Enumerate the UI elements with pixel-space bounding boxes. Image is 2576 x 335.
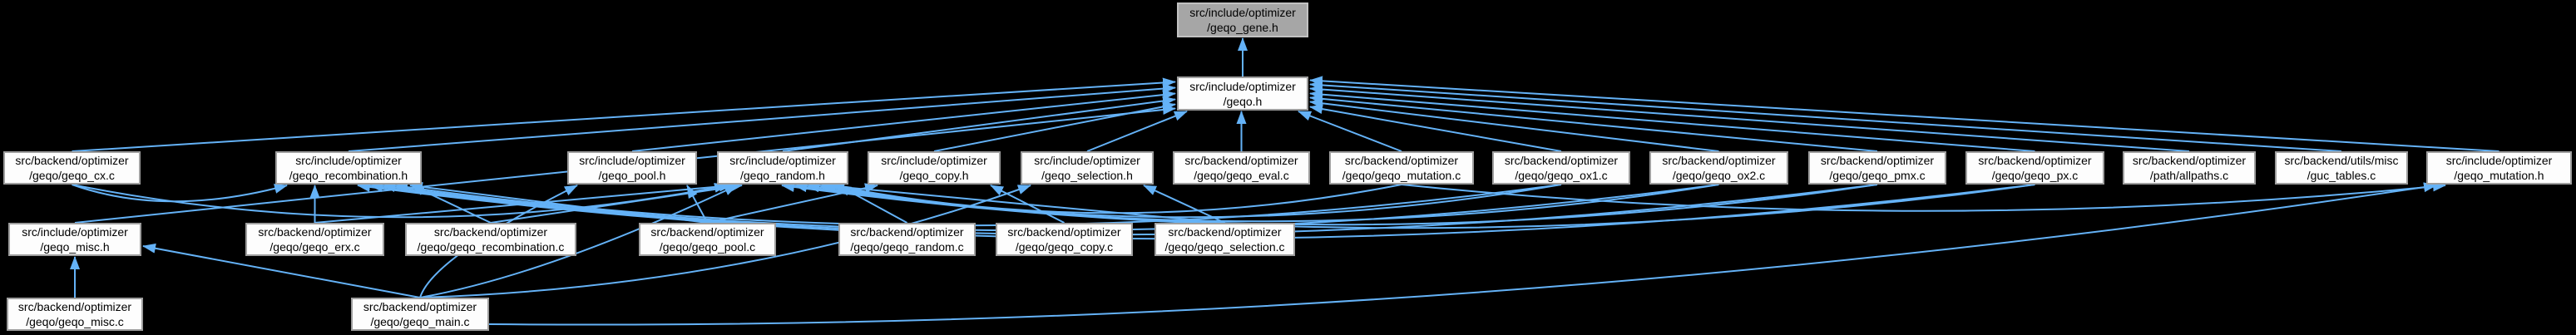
graph-node-ox2_c[interactable]: src/backend/optimizer /geqo/geqo_ox2.c [1649, 151, 1788, 185]
graph-node-copy_h[interactable]: src/include/optimizer /geqo_copy.h [868, 151, 1001, 185]
edge-mutation_h-to-geqo_h [1309, 76, 2499, 152]
graph-node-geqo_h[interactable]: src/include/optimizer /geqo.h [1177, 76, 1308, 111]
edge-recombination_c-to-random_h [490, 182, 743, 224]
graph-node-gene_h: src/include/optimizer /geqo_gene.h [1177, 2, 1308, 37]
edge-cx_c-to-geqo_h [72, 77, 1176, 152]
graph-node-mutation_c[interactable]: src/backend/optimizer /geqo/geqo_mutatio… [1329, 151, 1474, 185]
graph-node-selection_h[interactable]: src/include/optimizer /geqo_selection.h [1021, 151, 1154, 185]
edge-mutation_c-to-geqo_h [1298, 111, 1402, 152]
edge-main_c-to-random_h [419, 185, 738, 298]
graph-node-copy_c[interactable]: src/backend/optimizer /geqo/geqo_copy.c [996, 223, 1133, 256]
edge-pmx_c-to-geqo_h [1309, 93, 1878, 152]
graph-node-random_c[interactable]: src/backend/optimizer /geqo/geqo_random.… [838, 223, 976, 256]
edge-main_c-to-mutation_h [488, 182, 2437, 326]
graph-node-erx_c[interactable]: src/backend/optimizer /geqo/geqo_erx.c [245, 223, 384, 256]
edges-group [70, 37, 2499, 326]
edge-ox2_c-to-geqo_h [1309, 98, 1719, 152]
graph-node-px_c[interactable]: src/backend/optimizer /geqo/geqo_px.c [1965, 151, 2104, 185]
graph-node-eval_c[interactable]: src/backend/optimizer /geqo/geqo_eval.c [1173, 151, 1310, 185]
edge-mutation_c-to-random_h [831, 183, 1402, 214]
graph-node-recombination_h[interactable]: src/include/optimizer /geqo_recombinatio… [275, 151, 422, 185]
edge-px_c-to-random_h [781, 182, 2035, 229]
edge-main_c-to-selection_h [419, 185, 1031, 298]
graph-node-cx_c[interactable]: src/backend/optimizer /geqo/geqo_cx.c [3, 151, 141, 185]
edge-copy_h-to-geqo_h [933, 101, 1176, 152]
edge-cx_c-to-recombination_h [72, 184, 288, 203]
graph-node-misc_h[interactable]: src/include/optimizer /geqo_misc.h [8, 223, 141, 256]
edge-allpaths_c-to-geqo_h [1309, 84, 2190, 152]
edge-selection_h-to-geqo_h [1086, 111, 1188, 152]
graph-node-selection_c[interactable]: src/backend/optimizer /geqo/geqo_selecti… [1155, 223, 1295, 256]
graph-node-mutation_h[interactable]: src/include/optimizer /geqo_mutation.h [2426, 151, 2572, 185]
edge-main_c-to-misc_h [142, 243, 421, 298]
graph-node-allpaths_c[interactable]: src/backend/optimizer /path/allpaths.c [2123, 151, 2256, 185]
edge-pool_h-to-geqo_h [631, 90, 1176, 152]
graph-node-pool_h[interactable]: src/include/optimizer /geqo_pool.h [567, 151, 697, 185]
edge-ox1_c-to-geqo_h [1309, 104, 1562, 152]
edge-mutation_c-to-mutation_h [1401, 181, 2446, 212]
edge-recombination_h-to-geqo_h [348, 83, 1176, 152]
edge-guc_tables_c-to-geqo_h [1309, 80, 2342, 152]
graph-node-main_c[interactable]: src/backend/optimizer /geqo/geqo_main.c [351, 298, 489, 331]
graph-node-misc_c[interactable]: src/backend/optimizer /geqo/geqo_misc.c [7, 298, 143, 331]
graph-node-random_h[interactable]: src/include/optimizer /geqo_random.h [717, 151, 848, 185]
graph-node-pmx_c[interactable]: src/backend/optimizer /geqo/geqo_pmx.c [1808, 151, 1946, 185]
edge-px_c-to-geqo_h [1309, 89, 2035, 152]
graph-node-recombination_c[interactable]: src/backend/optimizer /geqo/geqo_recombi… [405, 223, 576, 256]
graph-node-ox1_c[interactable]: src/backend/optimizer /geqo/geqo_ox1.c [1492, 151, 1630, 185]
graph-node-guc_tables_c[interactable]: src/backend/utils/misc /guc_tables.c [2275, 151, 2408, 185]
edge-pmx_c-to-random_h [794, 182, 1878, 226]
graph-node-pool_c[interactable]: src/backend/optimizer /geqo/geqo_pool.c [639, 223, 776, 256]
